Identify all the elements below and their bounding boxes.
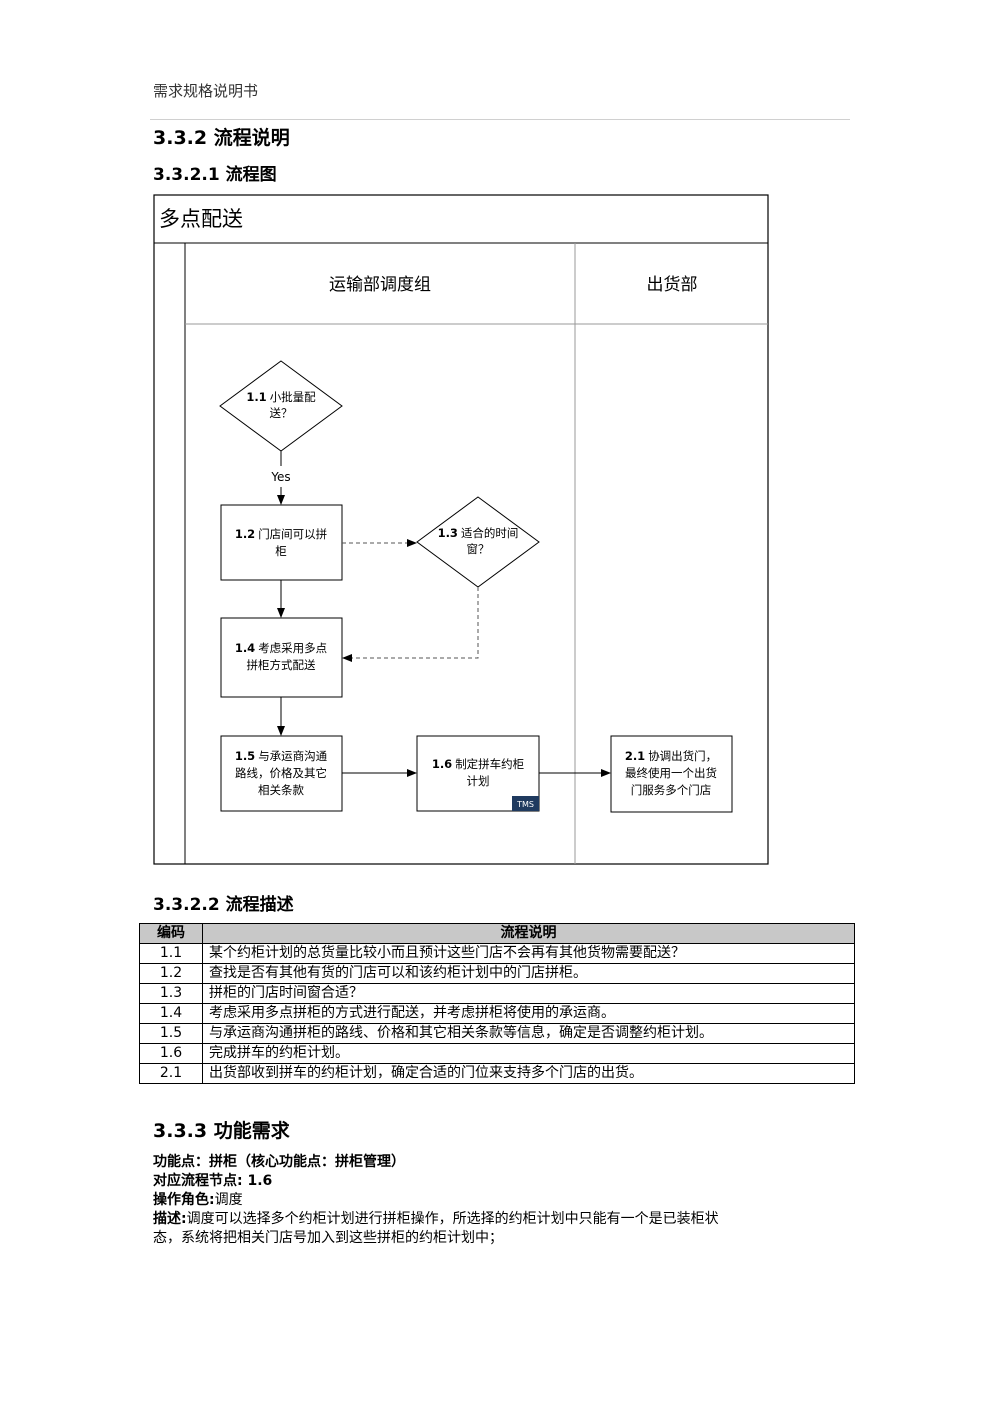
row-text: 出货部收到拼车的约柜计划，确定合适的门位来支持多个门店的出货。 [202,1063,855,1084]
node-2-1-line3: 门服务多个门店 [631,783,712,797]
row-code: 1.4 [139,1003,203,1024]
table-header-row: 编码 流程说明 [139,923,855,944]
section-3-3-2-heading: 3.3.2 流程说明 [153,127,290,149]
lane-header-shipping: 出货部 [647,275,698,295]
node-1-4-process [220,617,343,698]
process-description-table: 编码 流程说明 1.1 某个约柜计划的总货量比较小而且预计这些门店不会再有其他货… [139,923,855,1084]
description-text-2: 态，系统将把相关门店号加入到这些拼柜的约柜计划中； [153,1230,503,1246]
row-code: 2.1 [139,1063,203,1084]
edge-1-3-to-1-4 [342,587,479,662]
description-label: 描述: [153,1211,187,1227]
node-1-2-line2: 柜 [275,544,287,558]
row-text: 查找是否有其他有货的门店可以和该约柜计划中的门店拼柜。 [202,963,855,984]
row-code: 1.5 [139,1023,203,1044]
section-3-3-2-2-heading: 3.3.2.2 流程描述 [153,895,294,915]
node-2-1-process [610,735,733,813]
description-text-1: 调度可以选择多个约柜计划进行拼柜操作，所选择的约柜计划中只能有一个是已装柜状 [186,1211,719,1227]
row-text: 考虑采用多点拼柜的方式进行配送，并考虑拼柜将使用的承运商。 [202,1003,855,1024]
table-row: 1.1 某个约柜计划的总货量比较小而且预计这些门店不会再有其他货物需要配送？ [139,943,855,964]
role-value: 调度 [214,1192,243,1208]
row-text: 与承运商沟通拼柜的路线、价格和其它相关条款等信息，确定是否调整约柜计划。 [202,1023,855,1044]
header-divider [150,119,850,120]
table-row: 1.5 与承运商沟通拼柜的路线、价格和其它相关条款等信息，确定是否调整约柜计划。 [139,1023,855,1044]
flow-node-label: 对应流程节点: [153,1173,243,1189]
row-code: 1.6 [139,1043,203,1064]
row-text: 拼柜的门店时间窗合适？ [202,983,855,1004]
row-code: 1.3 [139,983,203,1004]
document-header-title: 需求规格说明书 [153,82,259,100]
node-1-2-process [220,504,343,581]
table-row: 1.6 完成拼车的约柜计划。 [139,1043,855,1064]
column-header-description: 流程说明 [202,923,855,944]
tms-tag: TMS [516,800,534,809]
pool-title: 多点配送 [159,207,243,231]
node-1-5-line3: 相关条款 [258,783,304,797]
node-1-5-line2: 路线，价格及其它 [235,766,327,780]
table-row: 1.3 拼柜的门店时间窗合适？ [139,983,855,1004]
flow-node-value: 1.6 [242,1173,273,1189]
node-1-4-line2: 拼柜方式配送 [247,658,316,672]
role-label: 操作角色: [153,1192,215,1208]
node-1-6-line2: 计划 [467,774,490,788]
section-3-3-2-1-heading: 3.3.2.1 流程图 [153,165,277,185]
table-row: 1.4 考虑采用多点拼柜的方式进行配送，并考虑拼柜将使用的承运商。 [139,1003,855,1024]
table-row: 2.1 出货部收到拼车的约柜计划，确定合适的门位来支持多个门店的出货。 [139,1063,855,1084]
row-text: 某个约柜计划的总货量比较小而且预计这些门店不会再有其他货物需要配送？ [202,943,855,964]
node-1-5-process [220,735,343,812]
table-row: 1.2 查找是否有其他有货的门店可以和该约柜计划中的门店拼柜。 [139,963,855,984]
lane-header-dispatch: 运输部调度组 [329,275,431,295]
column-header-code: 编码 [139,923,203,944]
row-code: 1.2 [139,963,203,984]
flow-node-line: 对应流程节点: 1.6 [153,1172,853,1191]
yes-label: Yes [270,470,290,484]
section-3-3-3-heading: 3.3.3 功能需求 [153,1120,290,1142]
node-1-1-line2: 送？ [270,406,293,420]
row-code: 1.1 [139,943,203,964]
pool-frame [153,194,769,865]
tms-tag-bg [512,796,539,811]
node-1-3-line2: 窗？ [467,542,490,556]
description-line-1: 描述:调度可以选择多个约柜计划进行拼柜操作，所选择的约柜计划中只能有一个是已装柜… [153,1210,853,1229]
function-point-line: 功能点：拼柜（核心功能点：拼柜管理） [153,1153,853,1172]
row-text: 完成拼车的约柜计划。 [202,1043,855,1064]
description-line-2: 态，系统将把相关门店号加入到这些拼柜的约柜计划中； [153,1229,853,1248]
function-point-label: 功能点：拼柜（核心功能点：拼柜管理） [153,1154,405,1170]
role-line: 操作角色:调度 [153,1191,853,1210]
node-2-1-line2: 最终使用一个出货 [625,766,717,780]
